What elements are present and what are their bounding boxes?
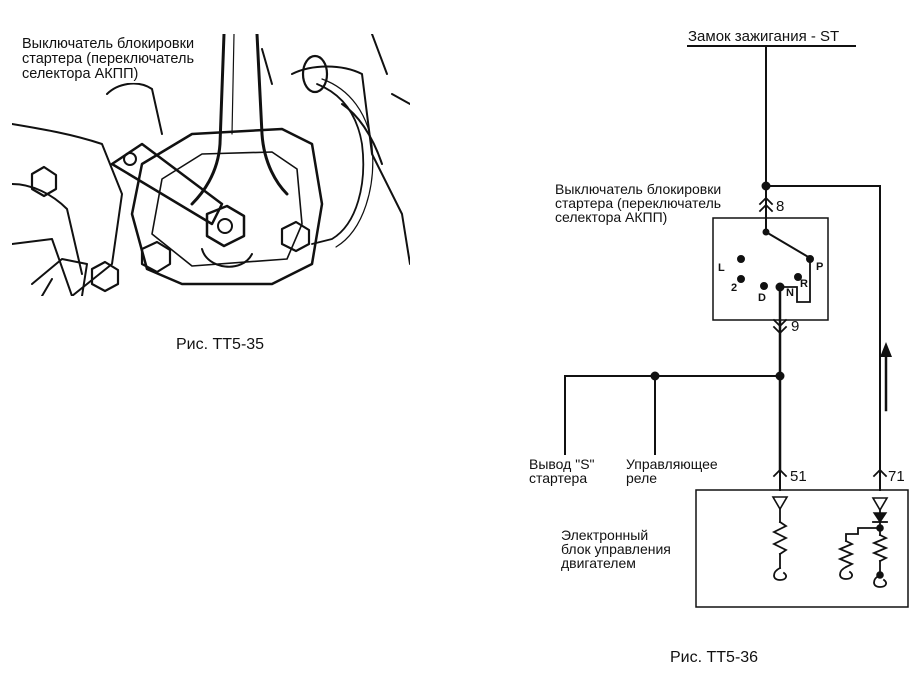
connector-9-icon: [772, 318, 788, 335]
figure-caption-tt5-35: Рис. TT5-35: [176, 336, 265, 353]
selector-l-label: L: [718, 262, 725, 274]
switch-label-photo-line-2: стартера (переключатель: [22, 51, 195, 67]
starter-s-line-2: стартера: [529, 470, 588, 486]
control-relay-label: Управляющее реле: [626, 457, 718, 485]
switch-label-line-3: селектора АКПП): [555, 209, 668, 225]
p-n-link: [779, 258, 811, 303]
input-buffer-51-icon: [771, 496, 789, 511]
switch-label-photo-line-3: селектора АКПП): [22, 66, 139, 82]
ecu-label-line-1: Электронный: [561, 527, 649, 543]
contact-l-dot: [737, 255, 745, 263]
starter-switch-illustration: [12, 34, 410, 296]
switch-contact-arm: [764, 230, 812, 260]
control-relay-line-2: реле: [626, 470, 658, 486]
ground-71-icon: [873, 573, 887, 588]
selector-d-label: D: [758, 292, 766, 304]
ecu-label: Электронный блок управления двигателем: [561, 528, 671, 570]
starter-s-label: Вывод "S" стартера: [529, 457, 595, 485]
up-arrow-icon: [880, 342, 892, 412]
junction-dot-bus: [775, 371, 785, 381]
ground-51-icon: [773, 566, 787, 581]
figure-caption-tt5-36: Рис. TT5-36: [670, 649, 759, 666]
ecu-label-line-3: двигателем: [561, 555, 636, 571]
pin-51-label: 51: [790, 468, 807, 485]
ignition-label: Замок зажигания - ST: [688, 28, 840, 45]
selector-switch-box: [712, 217, 829, 321]
selector-r-label: R: [800, 278, 808, 290]
selector-n-label: N: [786, 287, 794, 299]
selector-2-label: 2: [731, 282, 738, 294]
ecu-label-line-2: блок управления: [561, 541, 671, 557]
connector-8-icon: [758, 196, 774, 213]
contact-d-dot: [760, 282, 768, 290]
selector-p-label: P: [816, 261, 824, 273]
photo-figure-tt5-35: [12, 34, 410, 296]
control-relay-line-1: Управляющее: [626, 456, 718, 472]
resistor-71b-icon: [837, 539, 855, 569]
switch-label-line-1: Выключатель блокировки: [555, 181, 722, 197]
switch-label-photo-line-1: Выключатель блокировки: [22, 36, 195, 52]
pin-9-label: 9: [791, 318, 800, 335]
starter-s-line-1: Вывод "S": [529, 456, 595, 472]
resistor-51-icon: [771, 520, 789, 556]
switch-label-photo: Выключатель блокировки стартера (переклю…: [20, 36, 197, 83]
resistor-71-icon: [871, 533, 889, 563]
ground-71b-icon: [839, 565, 853, 580]
pin-71-label: 71: [888, 468, 905, 485]
pin-8-label: 8: [776, 198, 785, 215]
input-buffer-71-icon: [871, 497, 889, 512]
ecu-box: [695, 489, 909, 608]
diode-71-icon: [872, 512, 888, 524]
contact-2-dot: [737, 275, 745, 283]
switch-label-line-2: стартера (переключатель: [555, 195, 722, 211]
contact-r-dot: [794, 273, 802, 281]
switch-label-schematic: Выключатель блокировки стартера (переклю…: [555, 182, 721, 224]
